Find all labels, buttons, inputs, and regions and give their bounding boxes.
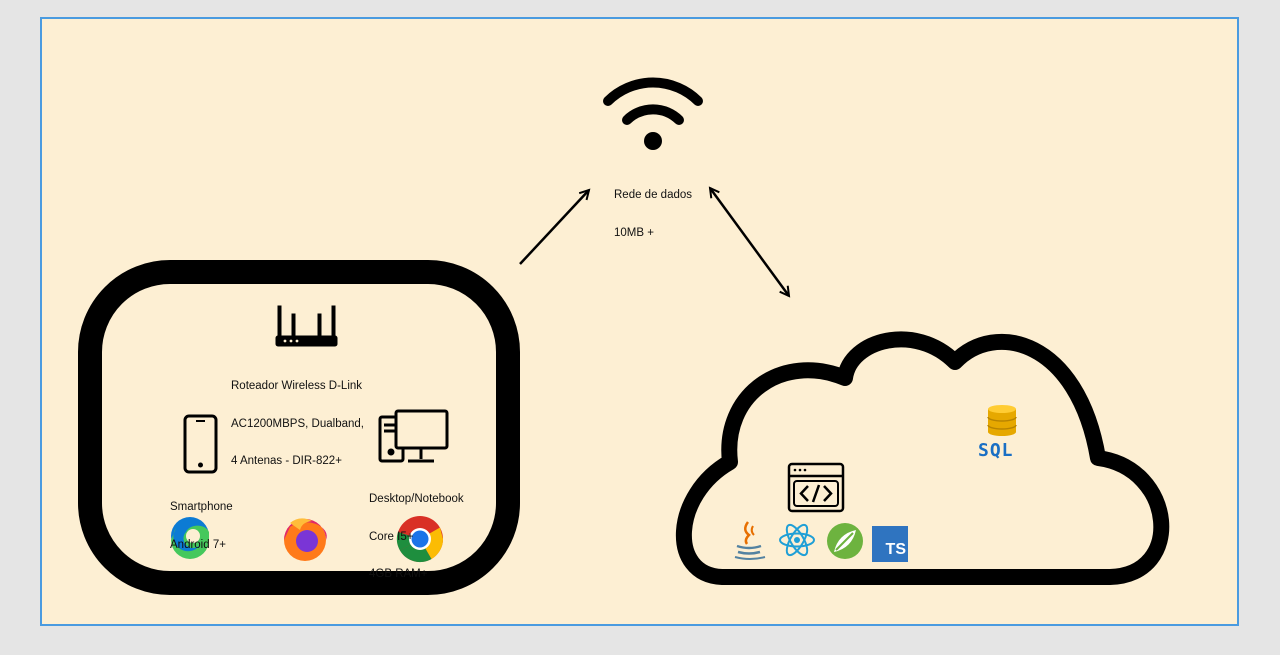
java-icon xyxy=(734,521,766,560)
arrow-lan-to-network xyxy=(519,190,589,265)
chrome-icon xyxy=(396,516,444,563)
cloud-shape xyxy=(675,331,1170,585)
desktop-computer-icon xyxy=(378,409,449,463)
sql-label: SQL xyxy=(978,440,1014,461)
react-icon xyxy=(779,523,815,557)
desktop-label-line3: 4GB RAM+ xyxy=(369,568,428,580)
smartphone-label-line2: Android 7+ xyxy=(170,538,226,551)
network-label: Rede de dados 10MB + xyxy=(614,164,692,252)
router-label-line1: Roteador Wireless D-Link xyxy=(231,380,363,392)
spring-icon xyxy=(827,523,863,559)
network-label-line2: 10MB + xyxy=(614,226,654,239)
smartphone-label: Smartphone Android 7+ xyxy=(170,476,233,564)
arrow-network-cloud xyxy=(710,188,789,296)
smartphone-label-line1: Smartphone xyxy=(170,501,233,513)
router-label-line3: 4 Antenas - DIR-822+ xyxy=(231,455,342,467)
firefox-icon xyxy=(284,518,327,561)
router-label: Roteador Wireless D-Link AC1200MBPS, Dua… xyxy=(231,355,364,480)
diagram-canvas xyxy=(40,17,1239,626)
edge-icon xyxy=(171,517,209,559)
code-window-icon xyxy=(787,462,845,513)
typescript-icon xyxy=(872,526,908,562)
desktop-label-line1: Desktop/Notebook xyxy=(369,493,464,505)
router-label-line2: AC1200MBPS, Dualband, xyxy=(231,417,364,430)
smartphone-icon xyxy=(183,414,218,474)
sql-database-icon xyxy=(987,405,1017,436)
desktop-label: Desktop/Notebook Core I5+ 4GB RAM+ xyxy=(369,468,464,593)
wifi-icon xyxy=(603,77,703,150)
desktop-label-line2: Core I5+ xyxy=(369,530,414,543)
network-label-line1: Rede de dados xyxy=(614,189,693,201)
router-icon xyxy=(275,305,338,347)
local-network-box xyxy=(78,260,520,595)
typescript-label: TS xyxy=(885,541,906,558)
